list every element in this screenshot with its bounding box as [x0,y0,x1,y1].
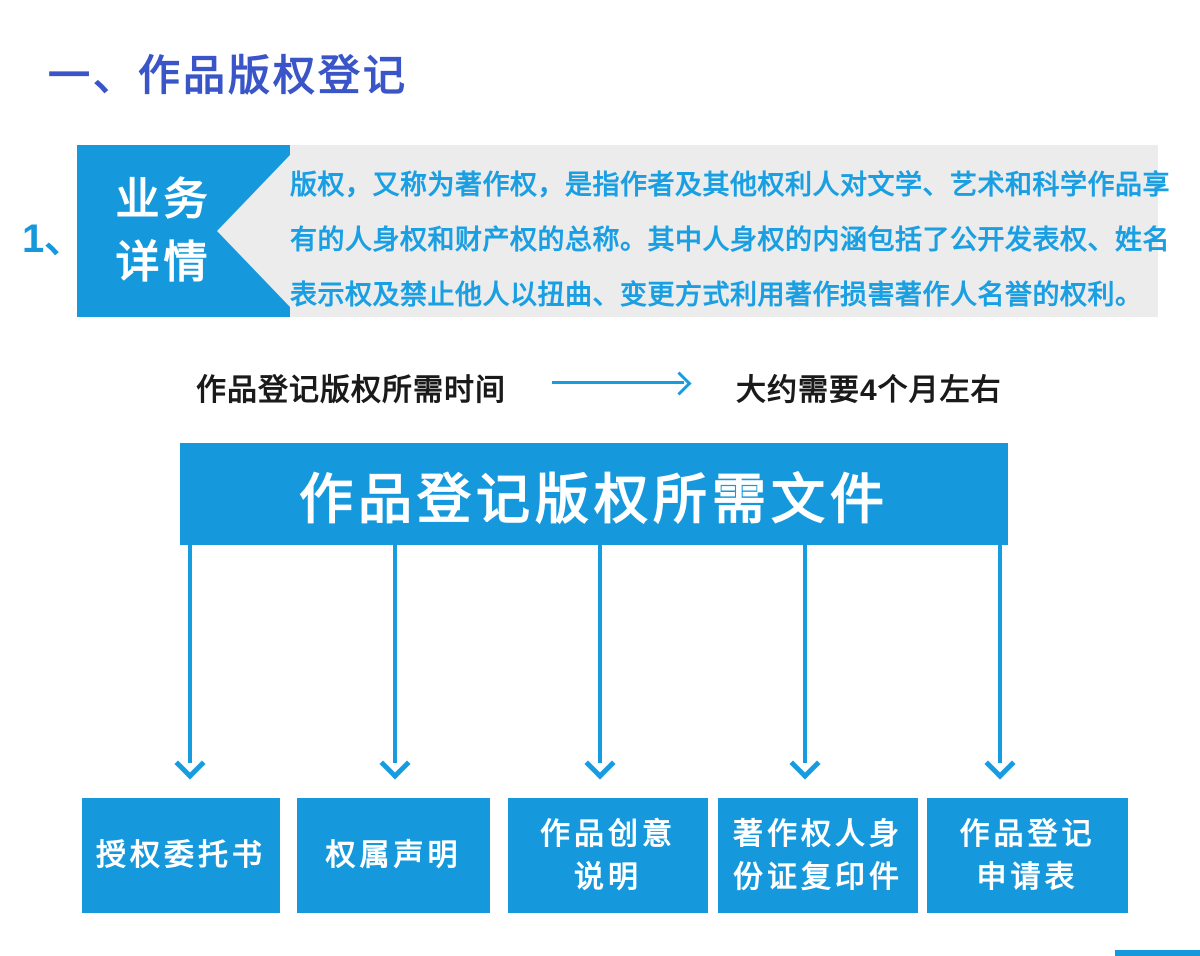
down-arrow-head [584,748,616,780]
document-box-label: 授权委托书 [96,839,266,872]
time-required-value: 大约需要4个月左右 [736,374,1002,407]
section-number: 1、 [22,217,85,261]
document-box: 著作权人身 份证复印件 [718,798,918,913]
down-arrow-icon [174,545,206,780]
bottom-right-strip [1115,950,1200,956]
down-arrow-icon [984,545,1016,780]
documents-banner: 作品登记版权所需文件 [180,443,1008,545]
description-line: 表示权及禁止他人以扭曲、变更方式利用著作损害著作人名誉的权利。 [290,280,1143,310]
down-arrow-head [789,748,821,780]
description-text: 版权，又称为著作权，是指作者及其他权利人对文学、艺术和科学作品享 有的人身权和财… [290,158,1170,323]
document-box: 权属声明 [297,798,490,913]
document-box-label: 说明 [574,860,642,894]
down-arrow-icon [584,545,616,780]
page-title: 一、作品版权登记 [48,52,409,99]
tag-line-2: 详情 [115,238,212,287]
description-line: 有的人身权和财产权的总称。其中人身权的内涵包括了公开发表权、姓名 [290,225,1170,255]
document-box: 授权委托书 [82,798,280,913]
panel-notch-triangle [217,155,290,307]
down-arrow-shaft [188,545,192,763]
right-arrow-shaft [552,381,684,384]
down-arrow-head [174,748,206,780]
down-arrow-icon [789,545,821,780]
down-arrow-shaft [393,545,397,763]
down-arrow-icon [379,545,411,780]
time-required-label: 作品登记版权所需时间 [196,374,506,407]
document-box-label: 著作权人身 [733,817,903,851]
down-arrow-shaft [998,545,1002,763]
document-box-label: 作品创意 [540,817,676,851]
down-arrow-shaft [803,545,807,763]
down-arrow-head [379,748,411,780]
description-line: 版权，又称为著作权，是指作者及其他权利人对文学、艺术和科学作品享 [290,170,1170,200]
down-arrow-head [984,748,1016,780]
right-arrow-head [667,371,692,396]
document-box-label: 权属声明 [325,839,462,872]
document-box: 作品登记 申请表 [927,798,1128,913]
description-panel: 版权，又称为著作权，是指作者及其他权利人对文学、艺术和科学作品享 有的人身权和财… [217,145,1170,317]
down-arrow-shaft [598,545,602,763]
business-detail-tag-text: 业务 详情 [77,168,250,294]
document-box-label: 作品登记 [959,817,1096,851]
document-box-label: 申请表 [976,860,1079,894]
document-box-label: 份证复印件 [733,860,903,894]
document-box: 作品创意 说明 [508,798,708,913]
right-arrow-icon [552,370,692,396]
tag-line-1: 业务 [115,175,212,224]
